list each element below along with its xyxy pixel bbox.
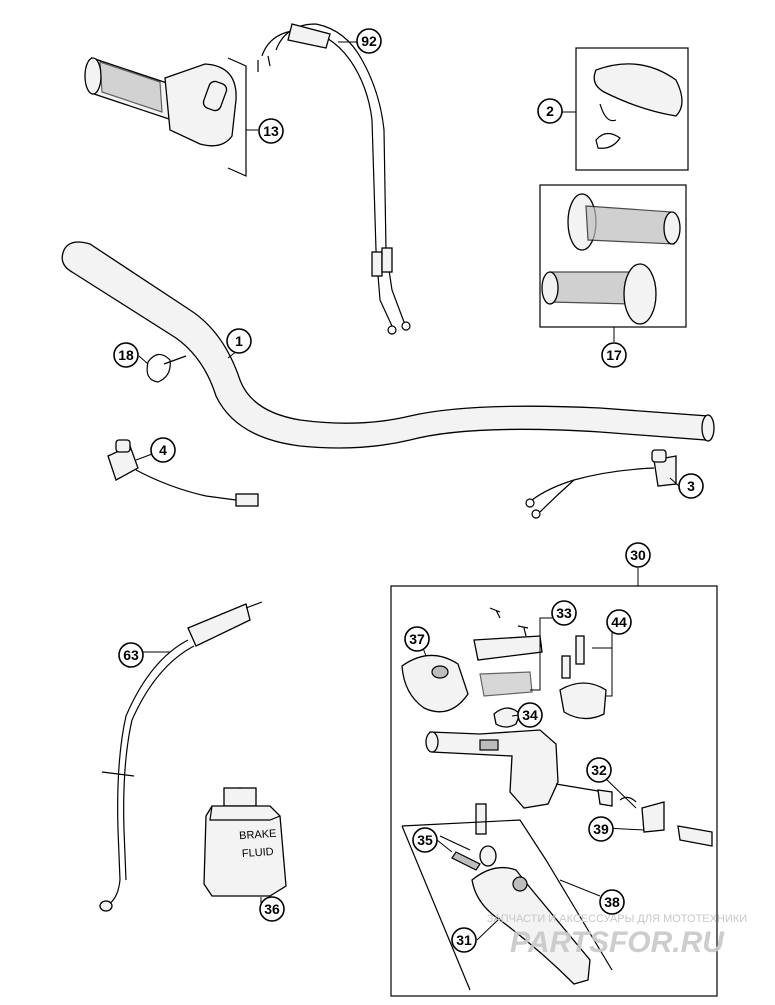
callout-34: 34 [517, 702, 543, 728]
svg-text:33: 33 [556, 605, 572, 621]
cable-tie [146, 353, 187, 383]
callout-32: 32 [586, 757, 612, 783]
svg-text:37: 37 [409, 631, 425, 647]
bottle-label-line2: FLUID [242, 846, 275, 860]
throttle-grip-assembly [84, 57, 247, 177]
svg-text:34: 34 [522, 707, 538, 723]
grips-panel [539, 184, 687, 328]
callout-44: 44 [606, 609, 632, 635]
svg-text:17: 17 [606, 347, 622, 363]
callout-33: 33 [551, 600, 577, 626]
callout-3: 3 [678, 473, 704, 499]
svg-text:35: 35 [417, 832, 433, 848]
leader-lines [135, 41, 680, 941]
svg-text:31: 31 [456, 932, 472, 948]
callout-37: 37 [404, 626, 430, 652]
svg-text:3: 3 [687, 478, 695, 494]
callout-39: 39 [588, 816, 614, 842]
svg-text:32: 32 [591, 762, 607, 778]
kill-switch-left [107, 439, 259, 507]
master-cylinder-kit [390, 568, 718, 997]
svg-text:39: 39 [593, 821, 609, 837]
callout-36: 36 [259, 896, 285, 922]
svg-text:92: 92 [361, 33, 377, 49]
svg-text:13: 13 [263, 123, 279, 139]
callout-4: 4 [150, 437, 176, 463]
callout-18: 18 [113, 342, 139, 368]
svg-text:30: 30 [630, 547, 646, 563]
callout-63: 63 [118, 642, 144, 668]
callout-30: 30 [625, 542, 651, 568]
hand-guard-panel [575, 47, 689, 171]
svg-text:63: 63 [123, 647, 139, 663]
kill-switch-right [525, 449, 677, 519]
callout-38: 38 [599, 889, 625, 915]
svg-text:18: 18 [118, 347, 134, 363]
bottle-label-line1: BRAKE [239, 828, 277, 843]
callout-17: 17 [601, 342, 627, 368]
watermark-logo: PARTSFOR.RU [510, 926, 725, 959]
callout-13: 13 [258, 118, 284, 144]
hot-start-cable [99, 601, 263, 912]
watermark-caption: ЗАПЧАСТИ И АКСЕССУАРЫ ДЛЯ МОТОТЕХНИКИ [487, 913, 747, 925]
svg-text:1: 1 [235, 333, 243, 349]
svg-text:44: 44 [611, 614, 627, 630]
callout-35: 35 [412, 827, 438, 853]
callout-92: 92 [356, 28, 382, 54]
brake-fluid-bottle: BRAKE FLUID [203, 787, 287, 897]
callout-2: 2 [537, 98, 563, 124]
svg-text:36: 36 [264, 901, 280, 917]
handlebar [61, 241, 715, 449]
callout-1: 1 [226, 328, 252, 354]
svg-text:2: 2 [546, 103, 554, 119]
callout-31: 31 [451, 927, 477, 953]
watermark: ЗАПЧАСТИ И АКСЕССУАРЫ ДЛЯ МОТОТЕХНИКИ PA… [487, 913, 747, 959]
svg-text:4: 4 [159, 442, 167, 458]
svg-text:38: 38 [604, 894, 620, 910]
throttle-cables [257, 23, 411, 335]
